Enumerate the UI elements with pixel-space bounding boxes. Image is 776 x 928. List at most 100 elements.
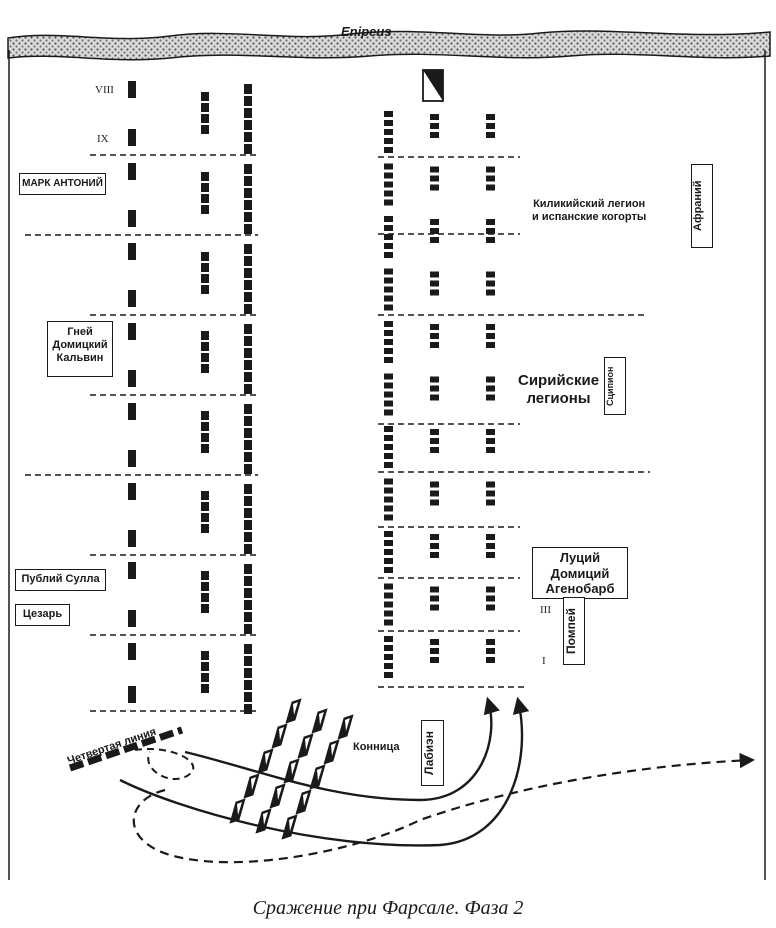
label-mark-antony: МАРК АНТОНИЙ	[19, 173, 106, 195]
unit-block-190	[430, 543, 439, 549]
unit-block-195	[384, 583, 393, 590]
unit-block-214	[486, 639, 495, 645]
unit-block-111	[384, 199, 393, 206]
unit-block-41	[201, 582, 209, 591]
unit-block-89	[244, 624, 252, 634]
unit-block-113	[430, 175, 439, 182]
unit-block-138	[486, 280, 495, 287]
unit-block-43	[201, 604, 209, 613]
unit-block-36	[201, 491, 209, 500]
unit-block-77	[244, 464, 252, 474]
unit-block-196	[384, 592, 393, 599]
pompey-camp-marker	[422, 69, 444, 102]
unit-block-82	[244, 532, 252, 542]
unit-block-45	[201, 662, 209, 671]
unit-block-135	[430, 280, 439, 287]
unit-block-18	[201, 114, 209, 123]
unit-block-25	[201, 263, 209, 272]
label-pompey: Помпей	[563, 597, 585, 665]
unit-block-66	[244, 324, 252, 334]
unit-block-22	[201, 194, 209, 203]
cavalry-wedge-highlight-10	[345, 718, 350, 731]
unit-block-208	[384, 654, 393, 660]
cavalry-wedge-highlight-6	[305, 737, 310, 750]
unit-block-37	[201, 502, 209, 511]
cavalry-wedge-6	[297, 733, 314, 759]
unit-block-33	[201, 422, 209, 431]
label-afranius: Афраний	[691, 164, 713, 248]
cavalry-wedges	[229, 698, 354, 840]
unit-block-153	[384, 391, 393, 398]
cavalry-wedge-2	[257, 748, 274, 774]
unit-block-62	[244, 268, 252, 278]
unit-block-32	[201, 411, 209, 420]
unit-block-160	[486, 385, 495, 392]
cavalry-wedge-1	[271, 723, 288, 749]
cavalry-wedge-highlight-9	[263, 812, 268, 825]
unit-block-27	[201, 285, 209, 294]
unit-block-3	[128, 210, 136, 227]
unit-block-35	[201, 444, 209, 453]
unit-block-81	[244, 520, 252, 530]
unit-block-104	[486, 114, 495, 120]
roman-numeral-ix: IX	[97, 133, 109, 145]
unit-block-176	[384, 505, 393, 512]
unit-block-165	[384, 453, 393, 459]
unit-block-72	[244, 404, 252, 414]
unit-block-139	[486, 289, 495, 296]
unit-block-175	[384, 496, 393, 503]
unit-block-183	[486, 499, 495, 506]
unit-block-59	[244, 224, 252, 234]
unit-block-87	[244, 600, 252, 610]
unit-block-211	[430, 639, 439, 645]
unit-block-44	[201, 651, 209, 660]
unit-block-71	[244, 384, 252, 394]
unit-block-68	[244, 348, 252, 358]
unit-block-102	[430, 123, 439, 129]
unit-block-49	[244, 96, 252, 106]
unit-block-93	[244, 680, 252, 690]
unit-block-162	[384, 426, 393, 432]
cavalry-wedge-highlight-11	[331, 743, 336, 756]
unit-block-212	[430, 648, 439, 654]
unit-block-83	[244, 544, 252, 554]
fourth-line-formation	[68, 726, 184, 772]
unit-block-30	[201, 353, 209, 362]
unit-block-200	[430, 586, 439, 593]
cavalry-wedge-7	[283, 758, 300, 784]
cavalry-wedge-8	[269, 783, 286, 809]
unit-block-0	[128, 81, 136, 98]
unit-block-1	[128, 129, 136, 146]
unit-block-80	[244, 508, 252, 518]
label-labienus: Лабиэн	[421, 720, 444, 786]
unit-block-125	[430, 237, 439, 243]
fourth-line-arrow-dashed-loop	[134, 748, 195, 781]
unit-block-85	[244, 576, 252, 586]
unit-block-54	[244, 164, 252, 174]
unit-block-149	[486, 333, 495, 339]
unit-block-112	[430, 166, 439, 173]
cavalry-wedge-highlight-1	[279, 727, 284, 740]
movement-arrows	[119, 696, 756, 864]
cavalry-arrow-upper	[184, 696, 500, 802]
unit-block-26	[201, 274, 209, 283]
unit-block-6	[128, 323, 136, 340]
unit-block-46	[201, 673, 209, 682]
unit-block-128	[486, 237, 495, 243]
unit-block-161	[486, 394, 495, 401]
unit-block-8	[128, 403, 136, 420]
unit-block-154	[384, 400, 393, 407]
unit-block-129	[384, 268, 393, 275]
unit-block-132	[384, 295, 393, 302]
cavalry-wedge-4	[229, 798, 246, 824]
unit-block-97	[384, 120, 393, 126]
unit-block-23	[201, 205, 209, 214]
unit-block-116	[486, 175, 495, 182]
unit-block-118	[384, 216, 393, 222]
cavalry-wedge-highlight-4	[237, 802, 242, 815]
unit-block-140	[384, 321, 393, 327]
unit-block-31	[201, 364, 209, 373]
unit-block-47	[201, 684, 209, 693]
unit-block-174	[384, 487, 393, 494]
